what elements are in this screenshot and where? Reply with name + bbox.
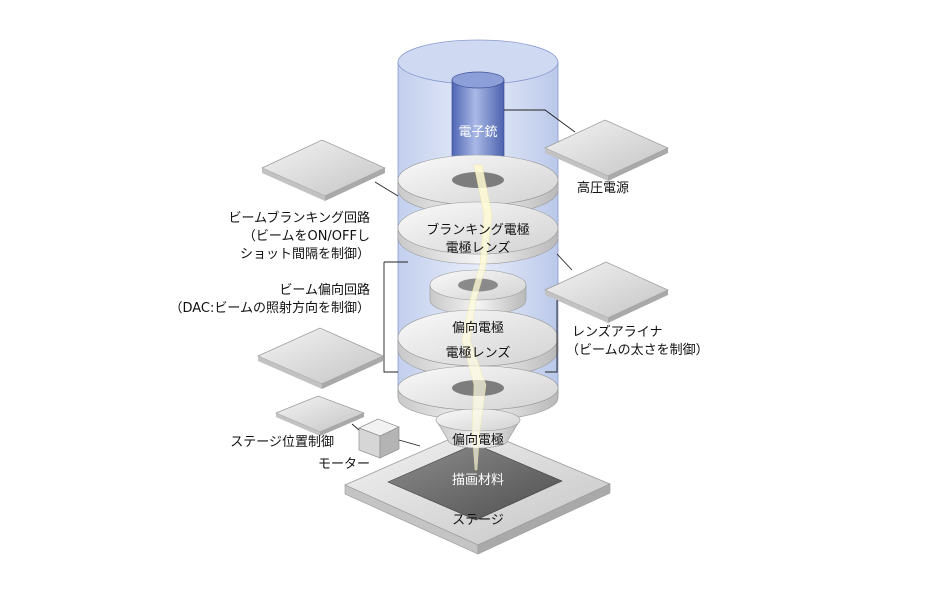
deflection-circuit-label-1: ビーム偏向回路 <box>279 283 370 298</box>
electrode-lens-label-1: 電極レンズ <box>445 241 511 256</box>
electron-beam <box>461 164 493 471</box>
deflection-circuit-label-2: （DAC:ビームの照射方向を制御） <box>169 301 370 316</box>
blanking-circuit-label-2: （ビームをON/OFFし <box>242 229 370 244</box>
stage-control-panel <box>275 395 365 436</box>
blanking-circuit-label-1: ビームブランキング回路 <box>228 211 370 226</box>
stage-label: ステージ <box>452 513 504 528</box>
deflection-electrode-label-2: 偏向電極 <box>451 433 504 448</box>
electrode-lens-label-2: 電極レンズ <box>445 346 511 361</box>
deflection-electrode-label-1: 偏向電極 <box>451 321 504 336</box>
blanking-circuit-panel <box>261 139 386 201</box>
electron-gun-label: 電子銃 <box>458 125 498 140</box>
deflection-circuit-panel <box>257 327 384 389</box>
lens-aligner-label-1: レンズアライナ <box>572 325 663 340</box>
connector-lines <box>351 109 576 447</box>
blanking-circuit-label-3: ショット間隔を制御） <box>239 247 370 262</box>
lens-aligner-panel <box>544 261 669 323</box>
electron-gun <box>451 71 505 169</box>
stage-control-label: ステージ位置制御 <box>230 435 334 450</box>
lens-aligner-label-2: （ビームの太さを制御） <box>566 343 709 358</box>
drawing-material <box>387 443 563 521</box>
motor-cube <box>358 418 400 459</box>
blanking-electrode-label: ブランキング電極 <box>426 223 530 238</box>
motor-label: モーター <box>318 457 371 472</box>
high-voltage-panel <box>544 119 669 181</box>
high-voltage-label: 高圧電源 <box>577 181 630 196</box>
drawing-material-label: 描画材料 <box>451 473 504 488</box>
blanking-electrode-disc <box>397 201 559 265</box>
